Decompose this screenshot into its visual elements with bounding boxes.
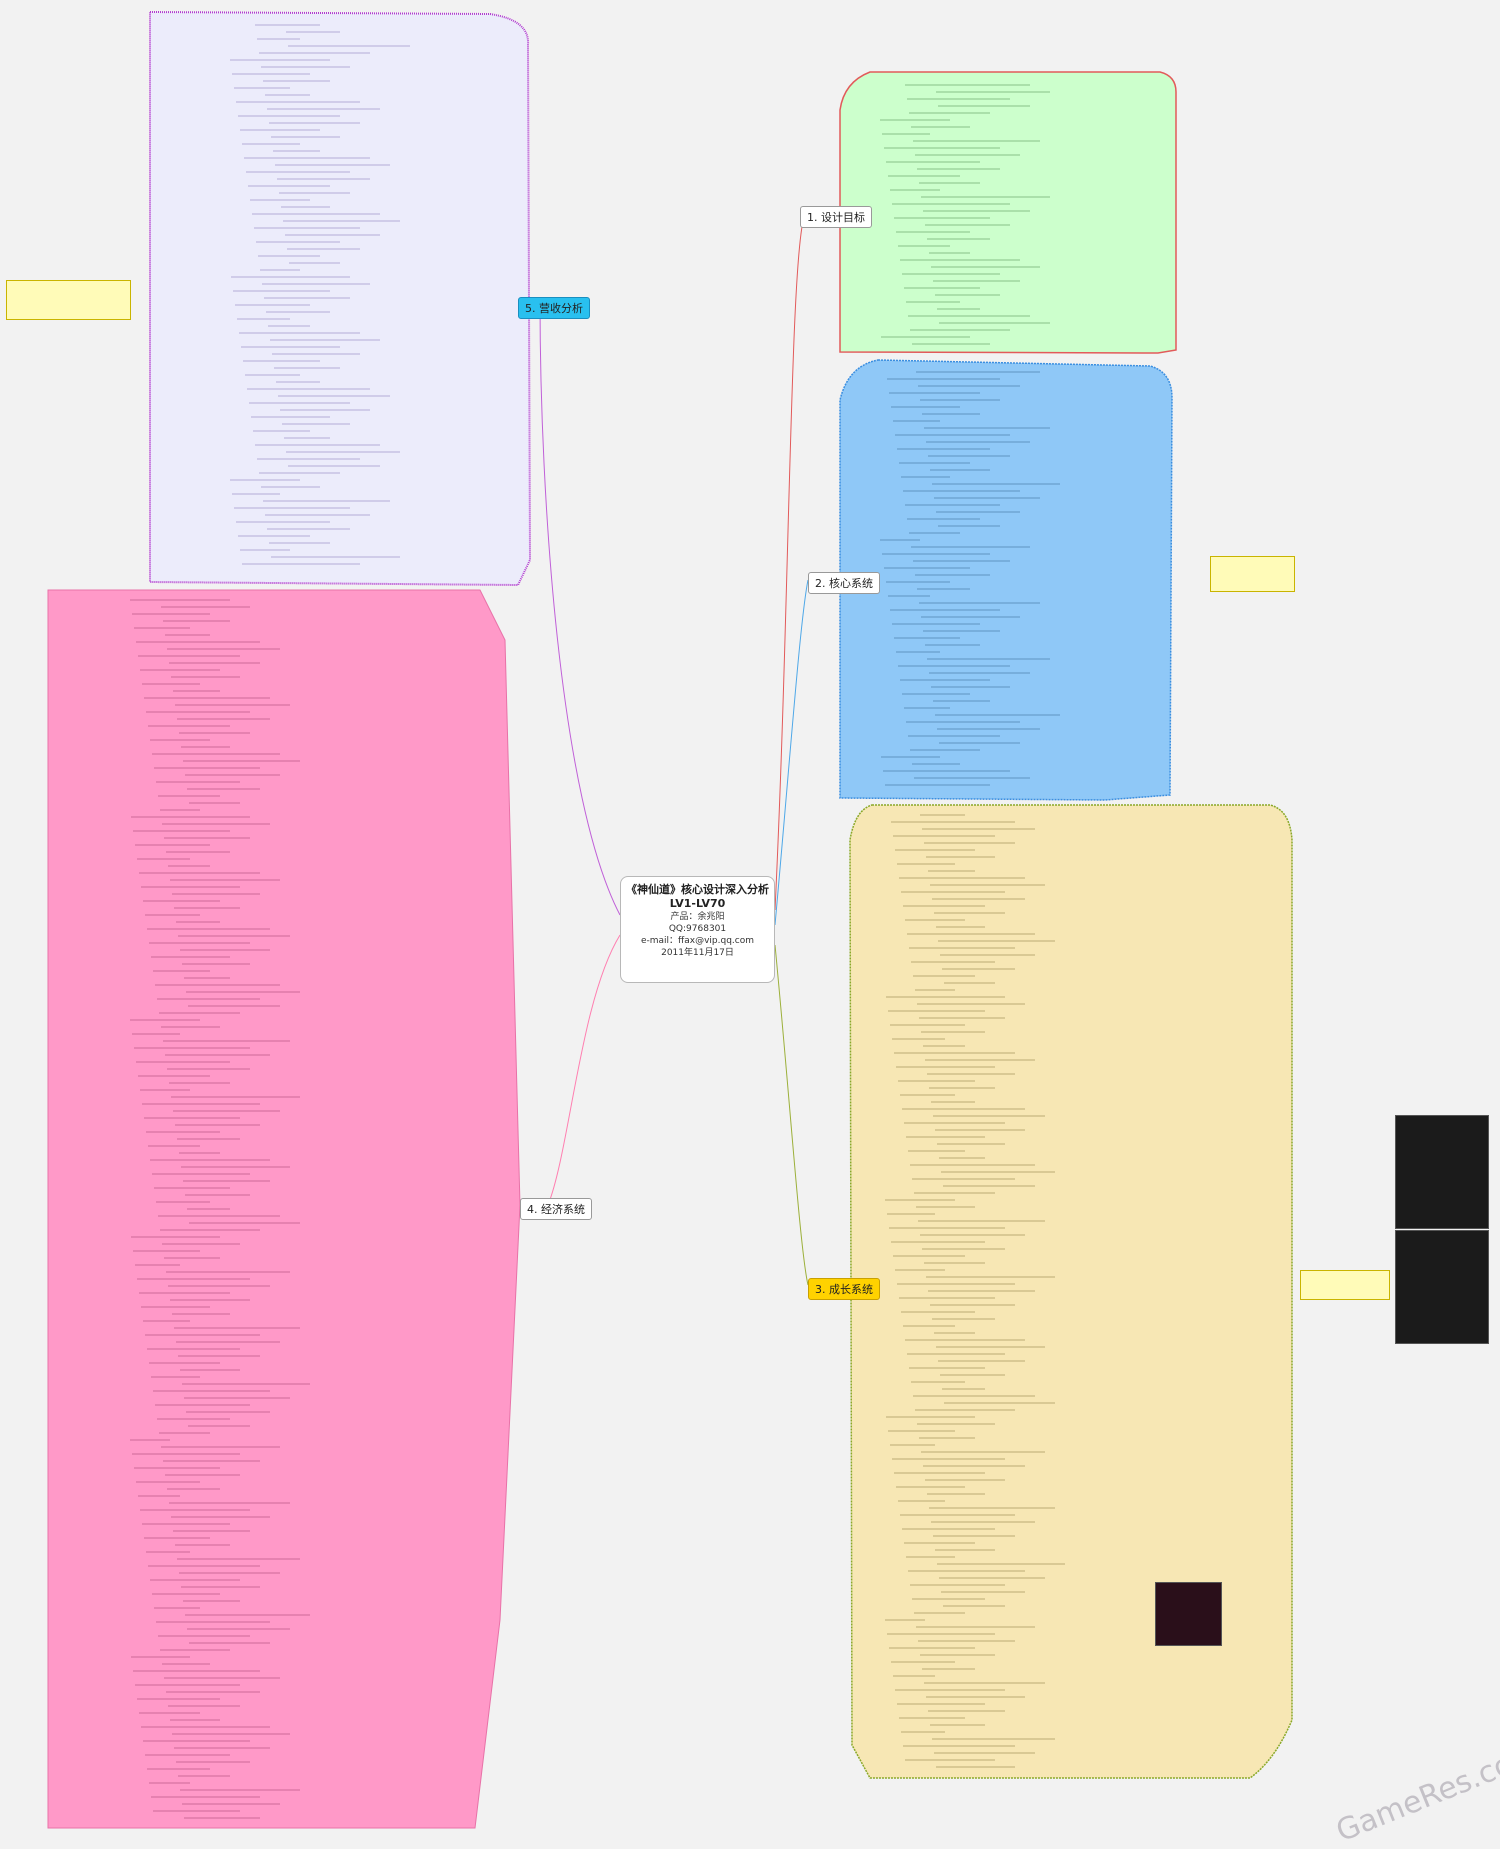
central-title-line1: 《神仙道》核心设计深入分析 — [626, 883, 769, 896]
core-system-region — [839, 359, 1173, 801]
core-side-note — [1210, 556, 1295, 592]
revenue-region — [149, 10, 532, 587]
central-topic[interactable]: 《神仙道》核心设计深入分析 LV1-LV70 产品：余兆阳 QQ:9768301… — [620, 876, 775, 983]
branch-revenue-analysis[interactable]: 5. 营收分析 — [518, 297, 590, 319]
growth-system-region — [849, 804, 1293, 1779]
central-email: e-mail：ffax@vip.qq.com — [640, 936, 755, 946]
branch-growth-system[interactable]: 3. 成长系统 — [808, 1278, 880, 1300]
economy-region — [47, 589, 521, 1829]
design-goal-region — [839, 71, 1177, 354]
branch-design-goal[interactable]: 1. 设计目标 — [800, 206, 872, 228]
growth-side-note — [1300, 1270, 1390, 1300]
node-texture — [130, 24, 1065, 1819]
revenue-side-note — [6, 280, 131, 320]
branch-economy-system[interactable]: 4. 经济系统 — [520, 1198, 592, 1220]
central-qq: QQ:9768301 — [668, 924, 727, 934]
game-ui-screenshot — [1155, 1582, 1222, 1646]
central-title-line2: LV1-LV70 — [669, 897, 726, 910]
central-date: 2011年11月17日 — [661, 948, 734, 958]
character-panel-screenshot-1 — [1395, 1115, 1489, 1229]
central-product: 产品：余兆阳 — [670, 912, 725, 922]
central-connectors — [539, 213, 809, 1286]
character-panel-screenshot-2 — [1395, 1230, 1489, 1344]
branch-core-system[interactable]: 2. 核心系统 — [808, 572, 880, 594]
